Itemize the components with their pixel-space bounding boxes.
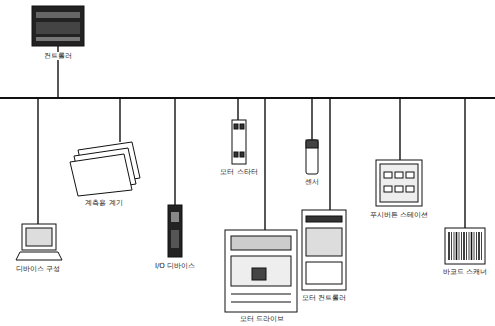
- barcode-stripe: [471, 232, 473, 260]
- device-label: 디바이스 구성: [15, 265, 61, 273]
- sensor-icon: [306, 140, 318, 174]
- barcode-stripe: [466, 232, 467, 260]
- drop-line: [264, 98, 265, 230]
- device-label: 계측용 계기: [84, 199, 123, 207]
- device-label: 푸시버튼 스테이션: [369, 211, 429, 219]
- drop-line: [37, 98, 38, 224]
- barcode-stripe: [481, 232, 482, 260]
- barcode-stripe: [459, 232, 460, 260]
- device-label: 센서: [304, 178, 320, 186]
- barcode-stripe: [476, 232, 477, 260]
- drop-line: [174, 98, 175, 205]
- computer-icon: [16, 224, 62, 260]
- network-bus: [0, 97, 495, 99]
- pushbutton-station-icon: [376, 160, 422, 206]
- drop-line: [329, 98, 330, 210]
- barcode-stripe: [451, 232, 452, 260]
- device-label: 컨트롤러: [43, 52, 73, 60]
- barcode-stripe: [461, 232, 462, 260]
- barcode-stripe: [474, 232, 475, 260]
- barcode-stripe: [448, 232, 450, 260]
- device-label: 모터 컨트롤러: [301, 294, 347, 302]
- barcode-stripe: [478, 232, 480, 260]
- drop-line: [311, 98, 312, 140]
- io-device-icon: [168, 205, 182, 257]
- device-label: I/O 디바이스: [154, 262, 196, 270]
- barcode-stripe: [469, 232, 470, 260]
- drop-line: [464, 98, 465, 228]
- barcode-stripe: [454, 232, 455, 260]
- device-label: 모터 스타터: [219, 168, 258, 176]
- drop-line: [119, 98, 120, 142]
- barcode-stripe: [456, 232, 458, 260]
- motor-drive-icon: [225, 230, 297, 312]
- device-label: 바코드 스캐너: [442, 268, 488, 276]
- drop-line: [399, 98, 400, 160]
- motor-controller-icon: [302, 210, 346, 290]
- instrument-icon: [70, 142, 140, 196]
- motor-starter-icon: [232, 120, 246, 164]
- barcode-scanner-icon: [445, 228, 485, 264]
- barcode-stripe: [463, 232, 465, 260]
- drop-line: [237, 98, 238, 120]
- controller-icon: [32, 6, 84, 46]
- device-label: 모터 드라이브: [239, 315, 285, 323]
